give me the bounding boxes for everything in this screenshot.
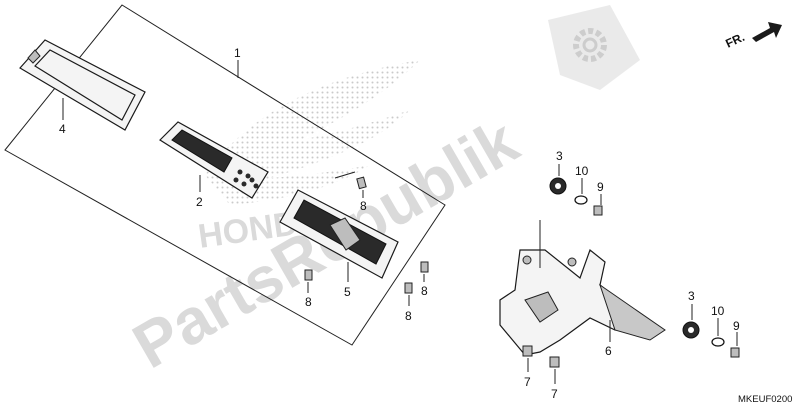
arrow-icon (752, 22, 782, 42)
washer-10-lower (711, 337, 725, 347)
bolt-9-upper (593, 205, 603, 216)
callout-9-upper: 9 (597, 180, 604, 194)
bolt-9-lower (730, 347, 740, 358)
callout-4: 4 (59, 122, 66, 136)
callout-8a: 8 (360, 199, 367, 213)
callout-2: 2 (196, 195, 203, 209)
callout-3-lower: 3 (688, 289, 695, 303)
bolt-7b (549, 356, 560, 384)
front-label: FR. (723, 30, 746, 51)
bolt-7a (522, 345, 533, 372)
assembly-frame (4, 4, 446, 346)
screw-8b (304, 269, 313, 293)
callout-10-upper: 10 (575, 164, 589, 178)
callout-6: 6 (605, 344, 612, 358)
grommet-3-upper (549, 177, 567, 195)
part-visor (19, 39, 146, 131)
part-bracket (499, 249, 666, 356)
callout-9-lower: 9 (733, 319, 740, 333)
callout-7b: 7 (551, 387, 558, 401)
front-direction-indicator: FR. (723, 22, 782, 51)
screw-8c (420, 261, 429, 282)
grommet-3-lower (682, 321, 700, 339)
callout-10-lower: 10 (711, 304, 725, 318)
part-meter-case (279, 189, 399, 279)
callout-5: 5 (344, 285, 351, 299)
figure-code: MKEUF0200 (738, 394, 792, 405)
callout-8d: 8 (405, 309, 412, 323)
screw-8a (334, 171, 367, 198)
part-lcd-unit (159, 121, 269, 199)
callout-8c: 8 (421, 284, 428, 298)
callout-1: 1 (234, 46, 241, 60)
flag-watermark (548, 5, 640, 90)
screw-8d (404, 282, 413, 306)
washer-10-upper (574, 195, 588, 205)
callout-8b: 8 (305, 295, 312, 309)
callout-7a: 7 (524, 375, 531, 389)
callout-3-upper: 3 (556, 149, 563, 163)
